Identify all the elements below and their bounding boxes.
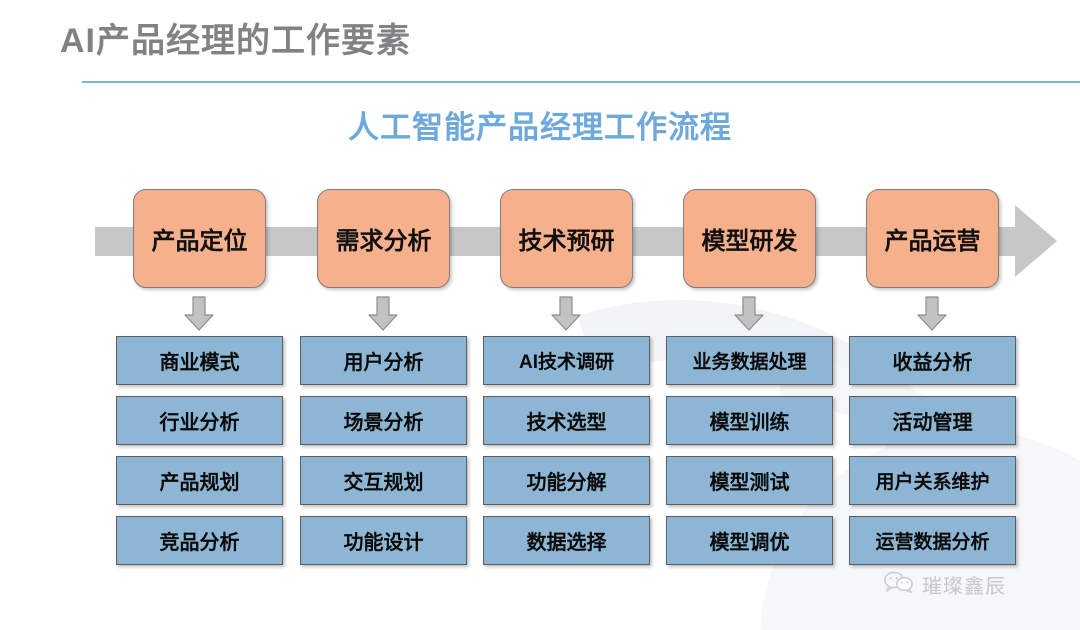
process-arrow-head-icon	[1015, 205, 1057, 277]
task-box[interactable]: 运营数据分析	[849, 516, 1016, 565]
down-arrow-icon	[366, 296, 400, 332]
task-box[interactable]: 功能设计	[300, 516, 467, 565]
stage-box[interactable]: 产品定位	[133, 189, 266, 288]
task-box[interactable]: 技术选型	[483, 396, 650, 445]
task-box[interactable]: 模型训练	[666, 396, 833, 445]
task-box[interactable]: 场景分析	[300, 396, 467, 445]
down-arrow-icon	[915, 296, 949, 332]
task-box[interactable]: AI技术调研	[483, 336, 650, 385]
task-box[interactable]: 数据选择	[483, 516, 650, 565]
task-box[interactable]: 交互规划	[300, 456, 467, 505]
down-arrow-icon	[732, 296, 766, 332]
task-box[interactable]: 产品规划	[116, 456, 283, 505]
task-box[interactable]: 竞品分析	[116, 516, 283, 565]
stage-box[interactable]: 模型研发	[683, 189, 816, 288]
task-box[interactable]: 模型测试	[666, 456, 833, 505]
watermark: 璀璨鑫辰	[884, 570, 1006, 599]
page-title: AI产品经理的工作要素	[60, 22, 411, 60]
down-arrow-icon	[182, 296, 216, 332]
task-box[interactable]: 行业分析	[116, 396, 283, 445]
task-box[interactable]: 业务数据处理	[666, 336, 833, 385]
task-box[interactable]: 用户关系维护	[849, 456, 1016, 505]
watermark-label: 璀璨鑫辰	[922, 576, 1006, 598]
stage-box[interactable]: 产品运营	[866, 189, 999, 288]
stage-box[interactable]: 技术预研	[500, 189, 633, 288]
task-box[interactable]: 收益分析	[849, 336, 1016, 385]
wechat-icon	[884, 571, 914, 599]
task-box[interactable]: 商业模式	[116, 336, 283, 385]
task-box[interactable]: 活动管理	[849, 396, 1016, 445]
task-box[interactable]: 功能分解	[483, 456, 650, 505]
title-underline-rule	[82, 81, 1080, 83]
task-box[interactable]: 模型调优	[666, 516, 833, 565]
task-box[interactable]: 用户分析	[300, 336, 467, 385]
down-arrow-icon	[549, 296, 583, 332]
diagram-title: 人工智能产品经理工作流程	[348, 110, 732, 145]
stage-box[interactable]: 需求分析	[317, 189, 450, 288]
